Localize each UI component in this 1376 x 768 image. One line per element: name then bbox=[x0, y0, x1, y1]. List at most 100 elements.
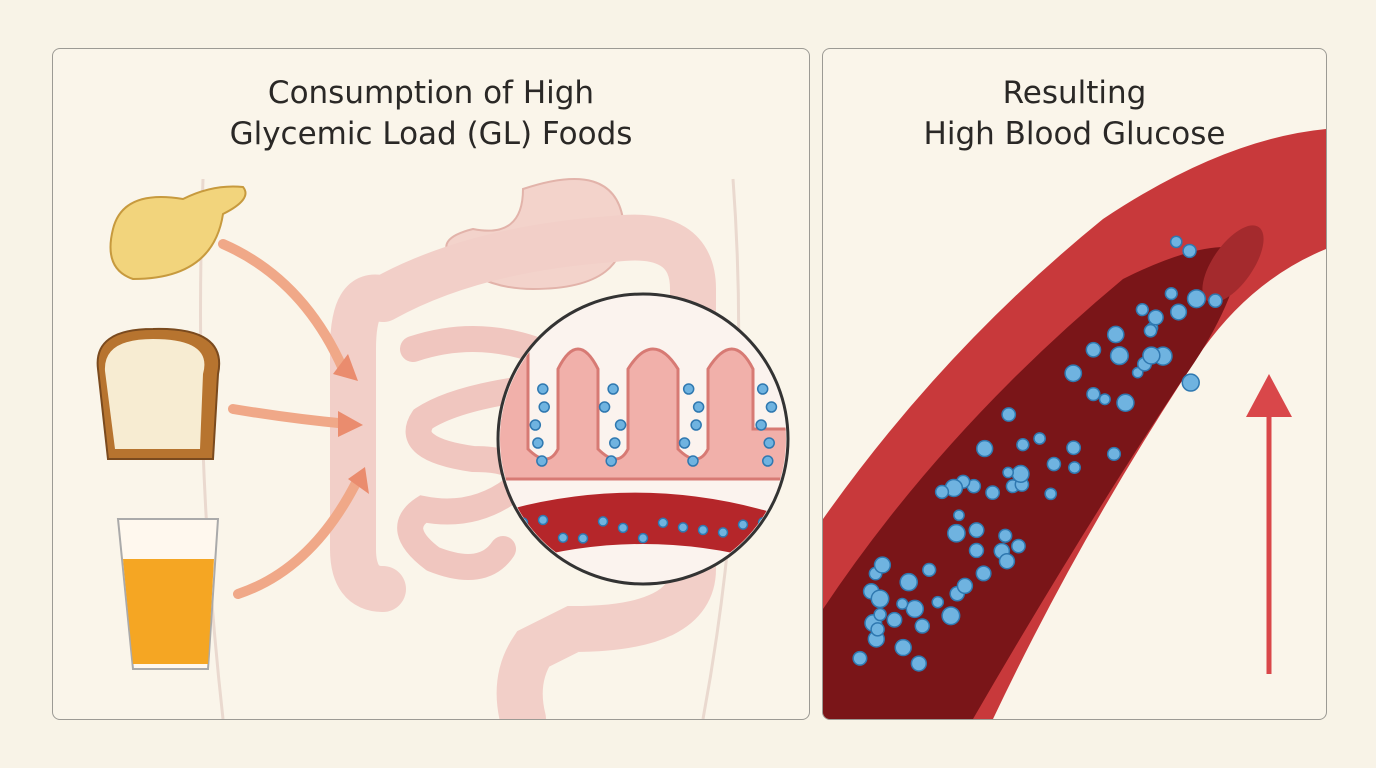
glucose-molecule bbox=[1064, 364, 1083, 383]
glucose-molecule bbox=[557, 532, 569, 544]
title-line-1: Resulting bbox=[1002, 75, 1147, 111]
glucose-molecule bbox=[765, 401, 778, 413]
glucose-molecule bbox=[614, 419, 627, 431]
glucose-molecule bbox=[1147, 309, 1164, 326]
glucose-molecule bbox=[1016, 437, 1030, 452]
glucose-molecule bbox=[607, 383, 619, 395]
glucose-molecule bbox=[894, 638, 912, 657]
glucose-molecule bbox=[577, 533, 589, 544]
glucose-molecule bbox=[975, 565, 992, 582]
glucose-molecule bbox=[976, 439, 994, 458]
glucose-molecule bbox=[697, 524, 709, 536]
glucose-molecule bbox=[537, 514, 549, 526]
glucose-molecule bbox=[1186, 289, 1207, 309]
glucose-molecule bbox=[737, 519, 749, 530]
glucose-molecule bbox=[1182, 243, 1197, 259]
glucose-molecule bbox=[538, 401, 550, 413]
glucose-molecule bbox=[998, 528, 1013, 543]
glucose-molecule bbox=[597, 516, 609, 527]
glucose-molecule bbox=[1143, 323, 1158, 338]
glucose-molecule bbox=[1116, 393, 1135, 412]
glucose-molecule bbox=[910, 655, 928, 672]
orange-juice-glass bbox=[116, 518, 220, 670]
glucose-molecule bbox=[852, 650, 868, 666]
up-arrow-icon bbox=[1246, 374, 1292, 417]
glucose-molecule bbox=[947, 523, 966, 543]
arrow-juice bbox=[233, 474, 363, 599]
glucose-molecule bbox=[1066, 440, 1082, 456]
villi bbox=[500, 347, 786, 481]
glucose-molecule bbox=[537, 383, 549, 395]
glucose-molecule bbox=[1164, 286, 1178, 301]
glucose-molecule bbox=[1011, 464, 1030, 484]
glucose-molecule bbox=[1135, 303, 1149, 317]
arrow-heads bbox=[333, 354, 369, 494]
glucose-molecule bbox=[1170, 303, 1188, 321]
glucose-molecule bbox=[1085, 341, 1102, 358]
large-intestine bbox=[330, 214, 716, 719]
glucose-molecule bbox=[763, 437, 775, 449]
white-bread bbox=[96, 327, 221, 460]
glucose-molecule bbox=[678, 437, 691, 449]
right-panel-title: Resulting High Blood Glucose bbox=[823, 73, 1326, 155]
title-line-2: Glycemic Load (GL) Foods bbox=[229, 116, 633, 152]
glucose-molecule bbox=[1011, 538, 1026, 554]
glucose-molecule bbox=[905, 599, 925, 619]
glucose-molecule bbox=[1142, 346, 1161, 365]
glucose-molecule bbox=[637, 532, 649, 544]
glucose-molecule bbox=[1208, 293, 1223, 309]
glucose-molecule bbox=[682, 383, 695, 395]
glucose-molecule bbox=[886, 611, 903, 628]
glucose-molecule bbox=[605, 455, 617, 467]
title-line-1: Consumption of High bbox=[267, 75, 595, 111]
glucose-molecule bbox=[931, 595, 945, 609]
glucose-molecule bbox=[1098, 393, 1111, 406]
arrow-bread bbox=[228, 404, 353, 429]
glucose-molecule bbox=[529, 419, 542, 431]
glucose-molecule bbox=[870, 622, 885, 637]
blood-vessel-illustration bbox=[823, 129, 1326, 719]
glucose-molecule bbox=[692, 401, 705, 413]
glucose-molecule bbox=[873, 556, 892, 574]
glucose-molecule bbox=[761, 455, 774, 467]
glucose-molecule bbox=[914, 618, 931, 634]
glucose-molecule bbox=[1169, 235, 1183, 249]
title-line-2: High Blood Glucose bbox=[923, 116, 1226, 152]
glucose-molecule bbox=[873, 607, 887, 622]
glucose-molecule bbox=[896, 597, 909, 610]
vessel-opening bbox=[1202, 225, 1264, 303]
glucose-molecule bbox=[1033, 432, 1047, 445]
glucose-molecule bbox=[609, 437, 621, 449]
digestion-illustration bbox=[96, 178, 790, 719]
glucose-molecule bbox=[657, 517, 669, 529]
glucose-molecule bbox=[1086, 386, 1101, 402]
glucose-molecule bbox=[690, 419, 702, 431]
glucose-molecule bbox=[1106, 446, 1122, 462]
glucose-molecule bbox=[985, 485, 1000, 501]
glucose-molecule bbox=[922, 562, 937, 578]
glucose-molecule bbox=[677, 522, 689, 533]
glucose-molecule bbox=[755, 419, 767, 431]
glucose-molecule bbox=[968, 522, 985, 539]
glucose-molecule bbox=[777, 533, 786, 544]
glucose-molecule bbox=[1109, 346, 1129, 366]
glucose-molecule bbox=[998, 553, 1016, 570]
glucose-molecule bbox=[953, 509, 965, 522]
left-panel-food-consumption: Consumption of High Glycemic Load (GL) F… bbox=[52, 48, 810, 720]
glucose-molecule bbox=[941, 606, 961, 626]
glucose-molecule bbox=[717, 527, 729, 538]
glucose-molecule bbox=[756, 383, 769, 395]
glucose-molecule bbox=[956, 577, 974, 595]
glucose-molecule bbox=[1068, 461, 1081, 474]
glucose-molecule bbox=[1181, 373, 1200, 392]
left-panel-title: Consumption of High Glycemic Load (GL) F… bbox=[53, 73, 809, 155]
glucose-molecule bbox=[598, 401, 611, 413]
capillary bbox=[500, 492, 786, 569]
glucose-molecule bbox=[536, 455, 548, 467]
glucose-molecule bbox=[968, 542, 985, 559]
glucose-molecule bbox=[1046, 456, 1062, 472]
glucose-molecule bbox=[1002, 466, 1014, 479]
glucose-molecule bbox=[870, 589, 890, 609]
glucose-molecule bbox=[617, 522, 629, 534]
right-panel-blood-glucose: Resulting High Blood Glucose bbox=[822, 48, 1327, 720]
